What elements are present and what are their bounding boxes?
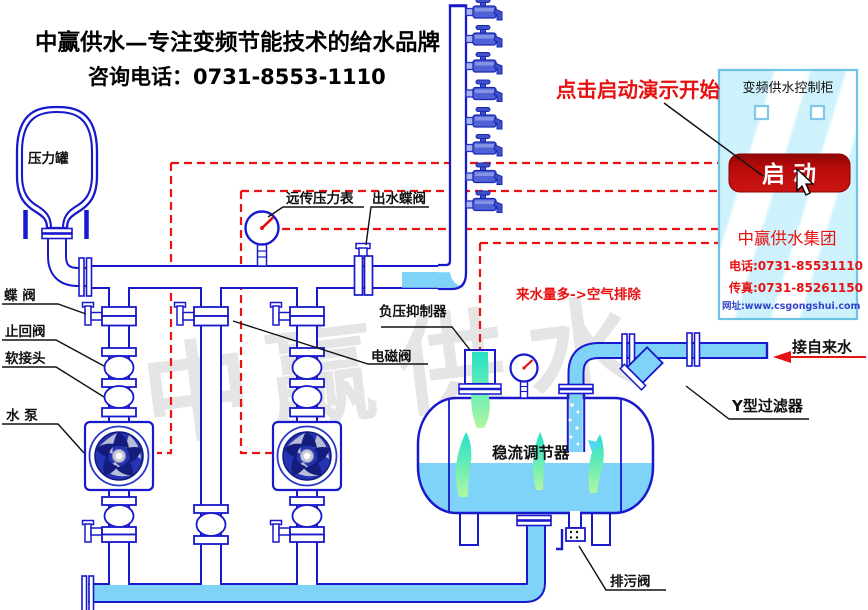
tank-pressure-gauge <box>509 353 539 399</box>
check-valve-and-soft-joint <box>101 347 137 418</box>
water-pump-label: 水 泵 <box>6 407 38 424</box>
leader-lines <box>2 206 809 591</box>
faucet <box>465 133 503 157</box>
cabinet-company: 中赢供水集团 <box>738 229 837 248</box>
check-valve-label: 止回阀 <box>5 323 46 340</box>
cabinet-phone: 电话:0731-85531110 <box>729 258 863 273</box>
faucet <box>465 190 503 214</box>
drain-valve <box>556 511 586 551</box>
faucets <box>465 0 503 214</box>
tap-water-label: 接自来水 <box>792 338 853 356</box>
pointer-line-start <box>663 102 764 177</box>
faucet <box>465 79 503 103</box>
lower-valve-group <box>81 496 137 543</box>
water-pump <box>83 420 155 492</box>
mouse-cursor-icon <box>796 167 815 196</box>
drain-valve-label: 排污阀 <box>610 573 651 590</box>
indicator-light-2 <box>809 104 826 121</box>
outlet-valve-label: 出水蝶阀 <box>372 190 426 207</box>
control-cabinet: 变频供水控制柜 启 动 中赢供水集团 电话:0731-85531110 传真:0… <box>717 68 863 321</box>
cabinet-website: 网址:www.csgongshui.com <box>722 300 861 312</box>
consult-phone: 咨询电话：0731-8553-1110 <box>88 65 386 89</box>
flow-arrows <box>455 432 604 497</box>
butterfly-valve-label: 蝶 阀 <box>4 287 36 304</box>
faucet <box>465 51 503 75</box>
brand-slogan: 中赢供水—专注变频节能技术的给水品牌 <box>35 29 440 56</box>
start-button[interactable]: 启 动 <box>728 153 851 193</box>
flow-regulator-label: 稳流调节器 <box>492 443 570 462</box>
cabinet-title: 变频供水控制柜 <box>742 80 833 96</box>
y-filter-label: Y型过滤器 <box>731 397 804 415</box>
suction-flange <box>81 575 95 610</box>
cabinet-fax: 传真:0731-85261150 <box>728 280 863 295</box>
outlet-valve <box>353 242 374 296</box>
soft-joint-label: 软接头 <box>5 350 46 367</box>
click-start-hint: 点击启动演示开始 <box>556 78 720 102</box>
faucet <box>465 106 503 130</box>
wire-pump1-v <box>157 163 173 455</box>
tap-water-arrow <box>773 351 866 363</box>
vacuum-suppressor <box>458 349 502 428</box>
vacuum-suppressor-label: 负压抑制器 <box>379 303 447 320</box>
faucet <box>465 0 503 21</box>
faucet <box>465 162 503 186</box>
pipe-coupling <box>193 504 229 545</box>
water-pump <box>271 420 343 492</box>
header-flange <box>78 257 93 297</box>
remote-pressure-gauge <box>244 210 280 267</box>
wire-pump2-v <box>239 191 273 455</box>
pressure-tank-label: 压力罐 <box>28 150 69 167</box>
watermark-char: 中 <box>136 326 258 463</box>
riser-pipe <box>402 4 468 291</box>
faucet <box>465 24 503 48</box>
tank-outlet-flange <box>516 514 552 527</box>
solenoid-valve-label: 电磁阀 <box>371 348 412 365</box>
y-filter <box>619 346 664 391</box>
pressure-tank <box>15 105 99 240</box>
indicator-light-1 <box>753 104 770 121</box>
remote-gauge-label: 远传压力表 <box>286 190 354 207</box>
lower-valve-group <box>269 496 325 543</box>
inlet-down-flange <box>558 383 594 395</box>
air-vent-note: 来水量多->空气排除 <box>515 286 641 303</box>
